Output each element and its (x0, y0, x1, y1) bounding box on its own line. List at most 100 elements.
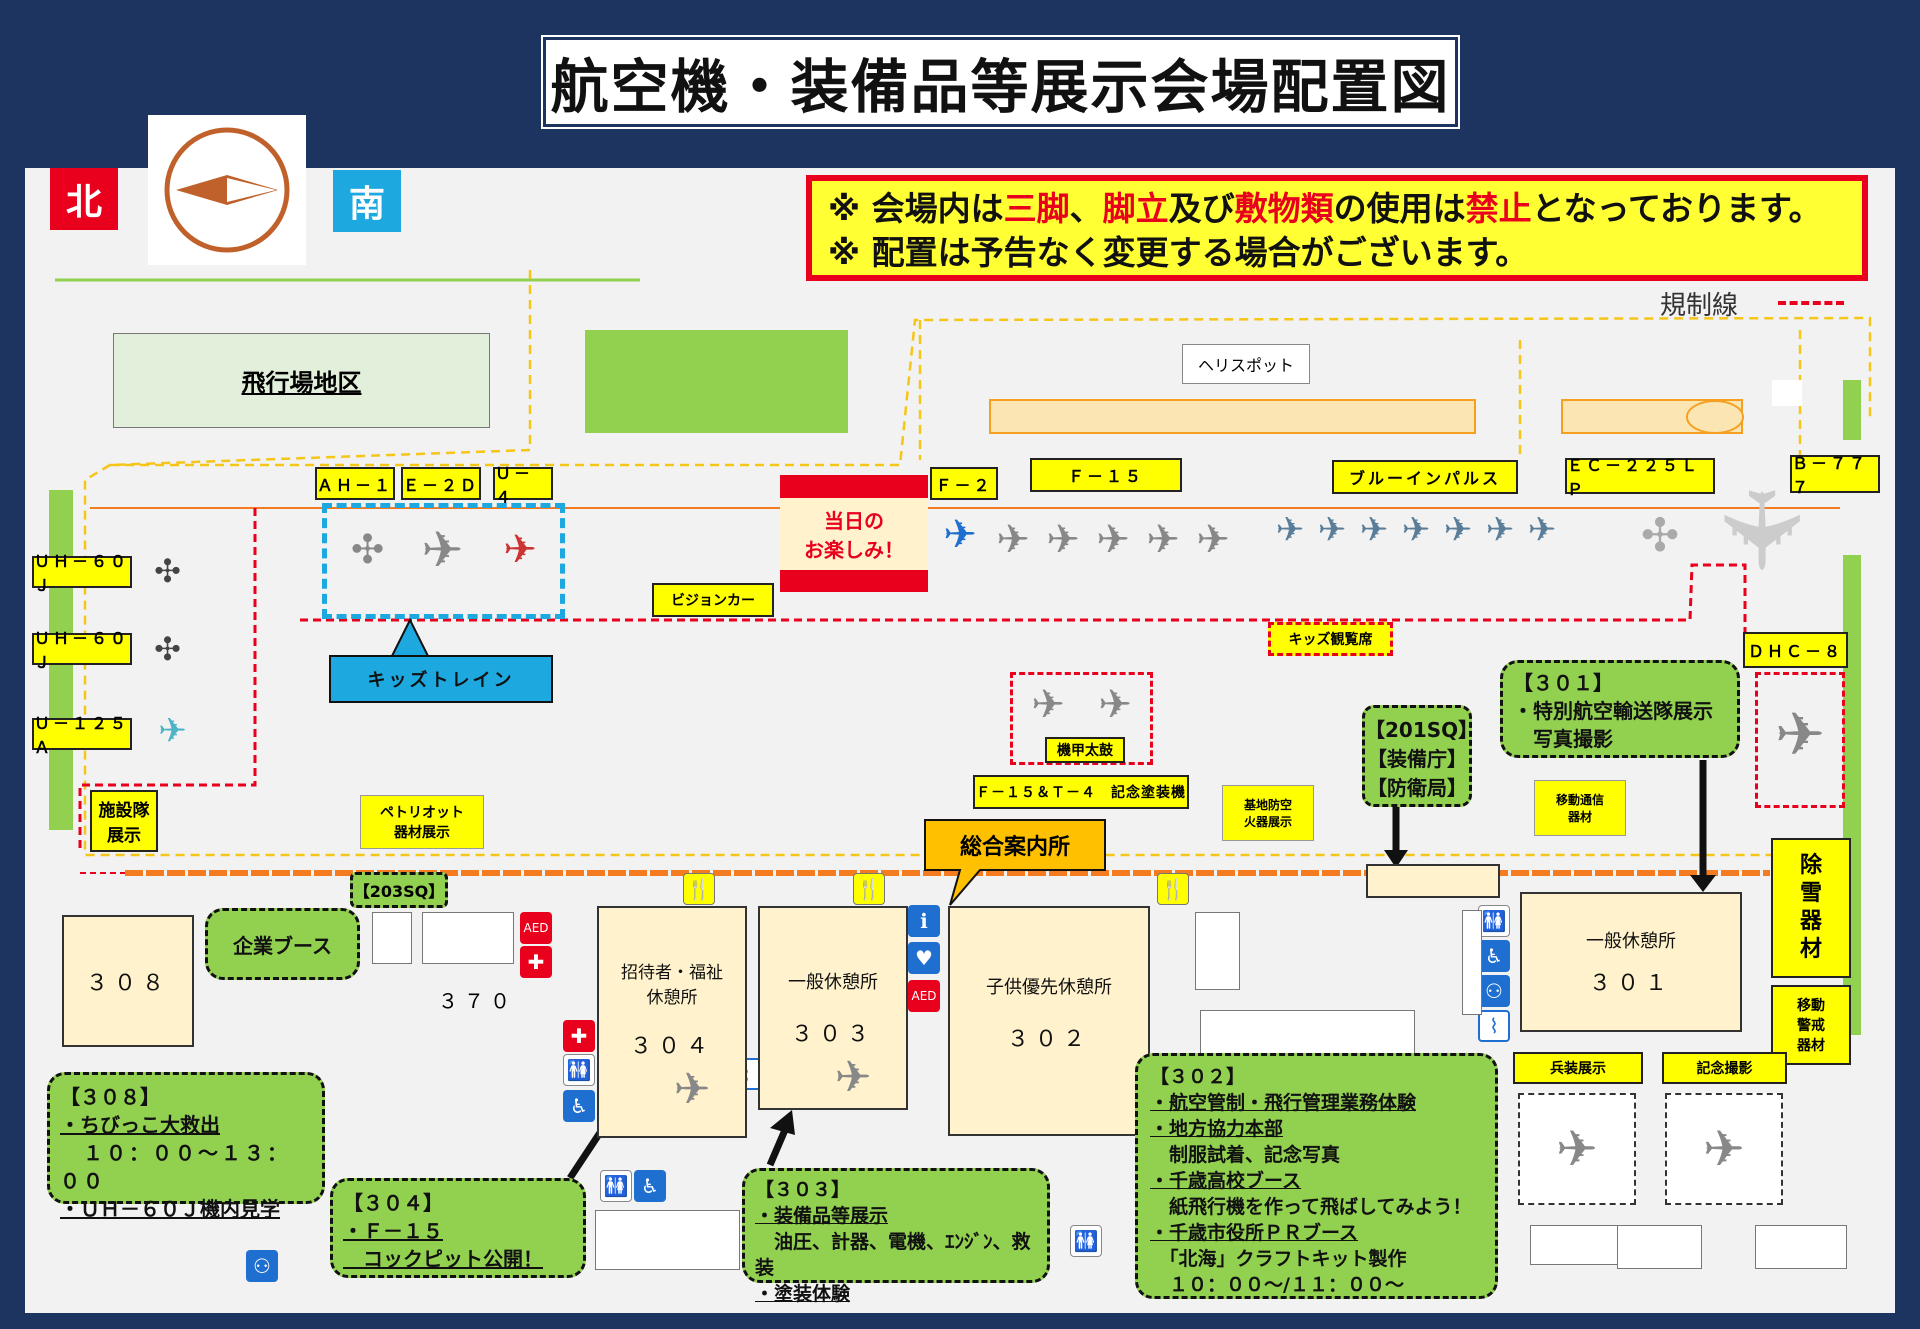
callout-308-head: 【３０８】 (60, 1085, 160, 1109)
callout-308-item: ・ちびっこ大救出 (60, 1113, 220, 1137)
aircraft-u4-icon: ✈ (503, 527, 537, 573)
food-stall-icon: 🍴 (853, 873, 885, 905)
label-f2: Ｆ－２ (930, 467, 998, 500)
callout-304-item: コックピット公開！ (343, 1247, 543, 1271)
compass-icon (148, 115, 306, 265)
aircraft-e2d-icon: ✈ (421, 521, 464, 579)
mobile-alert-label: 移動 警戒 器材 (1771, 985, 1851, 1065)
building-302-name: 子供優先休憩所 (986, 977, 1112, 998)
kids-train-label: キッズトレイン (329, 655, 553, 703)
white-marker (1772, 380, 1802, 406)
aircraft-t4-icon: ✈ (1275, 510, 1305, 550)
soldier-display-label: 兵装展示 (1513, 1052, 1643, 1084)
accessible-icon: ♿ (634, 1170, 666, 1202)
callout-302-item: １０：００～/１１：００～ (1150, 1274, 1404, 1296)
callout-304-item: ・Ｆ－１５ (343, 1219, 443, 1243)
aed-icon: AED (908, 980, 940, 1012)
aircraft-u125a-icon: ✈ (158, 710, 187, 751)
helicopter-ec225-icon: ✣ (1640, 508, 1680, 562)
mobile-comm-label: 移動通信 器材 (1534, 780, 1626, 836)
first-aid-icon: ✚ (520, 946, 552, 978)
aircraft-t4-icon: ✈ (1401, 510, 1431, 550)
label-b777: Ｂ－７７７ (1790, 454, 1880, 497)
callout-301-head: 【３０１】 (1513, 671, 1613, 695)
information-icon: ℹ (908, 905, 940, 937)
building-304-name: 招待者・福祉 休憩所 (621, 963, 723, 1008)
green-strip-east-1 (1843, 380, 1861, 440)
building-301-name: 一般休憩所 (1586, 931, 1676, 952)
aed-icon: AED (520, 912, 552, 944)
surprise-label: 当日の お楽しみ！ (780, 498, 928, 570)
building-308-number: ３０８ (85, 971, 170, 996)
notice-line-2: ※ 配置は予告なく変更する場合がございます。 (828, 233, 1529, 272)
restriction-legend-label: 規制線 (1660, 291, 1739, 321)
callout-301-item: 写真撮影 (1513, 727, 1613, 751)
accessible-icon: ♿ (1478, 940, 1510, 972)
aircraft-t4-icon: ✈ (1098, 682, 1132, 728)
aircraft-t4-icon: ✈ (1443, 510, 1473, 550)
label-f15: Ｆ－１５ (1030, 458, 1182, 492)
label-blue-impulse: ブルーインパルス (1332, 460, 1518, 494)
page-title: 航空機・装備品等展示会場配置図 (541, 35, 1460, 129)
callout-302-item: ・千歳市役所ＰＲブース (1150, 1222, 1359, 1244)
callout-304: 【３０４】 ・Ｆ－１５ コックピット公開！ (330, 1178, 586, 1278)
restroom-icon: 🚻 (1478, 905, 1510, 937)
food-stall-icon: 🍴 (1157, 873, 1189, 905)
callout-302: 【３０２】 ・航空管制・飛行管理業務体験 ・地方協力本部 制服試着、記念写真 ・… (1135, 1053, 1498, 1299)
helicopter-uh60j-icon: ✣ (154, 551, 181, 590)
building-370-number: ３７０ (438, 989, 516, 1013)
first-aid-icon: ✚ (563, 1020, 595, 1052)
label-e2d: Ｅ－２Ｄ (401, 467, 481, 500)
kids-train-area (322, 503, 565, 619)
drum-area (1010, 672, 1153, 765)
notice-box: ※ 会場内は三脚、脚立及び敷物類の使用は禁止となっております。 ※ 配置は予告な… (806, 175, 1868, 281)
airfield-area: 飛行場地区 (113, 333, 490, 428)
small-building (1617, 1225, 1702, 1269)
snow-equipment-label: 除 雪 器 材 (1771, 838, 1851, 978)
helicopter-uh60j-icon: ✣ (154, 629, 181, 668)
building-301-number: ３０１ (1588, 971, 1673, 996)
callout-302-item: 紙飛行機を作って飛ばしてみよう！ (1150, 1196, 1472, 1218)
building-304-number: ３０４ (629, 1034, 714, 1059)
facility-label: 施設隊 展示 (90, 790, 158, 852)
small-building (595, 1210, 740, 1270)
f15-row: ✈ ✈ ✈ ✈ ✈ (990, 510, 1240, 570)
aircraft-f15-icon: ✈ (1096, 517, 1130, 563)
vision-car-label: ビジョンカー (652, 583, 774, 617)
callout-301: 【３０１】 ・特別航空輸送隊展示 写真撮影 (1500, 660, 1740, 758)
drum-label: 機甲太鼓 (1045, 737, 1125, 763)
callout-303-item: ・塗装体験 (755, 1283, 851, 1305)
label-uh60j-1: ＵＨ－６０Ｊ (32, 552, 132, 595)
corporate-booth: 企業ブース (205, 908, 360, 980)
building-303: 一般休憩所 ３０３ ✈ (758, 906, 908, 1110)
small-building (1200, 1010, 1415, 1055)
accessible-icon: ♿ (563, 1090, 595, 1122)
nursing-room-icon: ♥ (908, 942, 940, 974)
aircraft-t4-icon: ✈ (1359, 510, 1389, 550)
helicopter-icon: ✣ (350, 527, 385, 573)
callout-302-item: ・千歳高校ブース (1150, 1170, 1302, 1192)
building-302-number: ３０２ (1006, 1027, 1091, 1052)
label-dhc8: ＤＨＣ－８ (1743, 632, 1848, 668)
callout-303: 【３０３】 ・装備品等展示 油圧、計器、電機、ｴﾝｼﾞﾝ、救装 ・塗装体験 (742, 1168, 1050, 1305)
restroom-icon: 🚻 (600, 1170, 632, 1202)
aircraft-f2-icon: ✈ (943, 512, 977, 558)
info-center-pointer (924, 819, 1106, 906)
restroom-icon: 🚻 (1070, 1225, 1102, 1257)
sq201-tent (1366, 864, 1500, 898)
f15-t4-label: Ｆ－１５＆Ｔ－４ 記念塗装機 (973, 775, 1189, 809)
callout-303-head: 【３０３】 (755, 1179, 851, 1201)
label-ah1: ＡＨ－１ (315, 467, 395, 500)
aircraft-f15-icon: ✈ (996, 517, 1030, 563)
aircraft-b777-icon: ✈ (1696, 483, 1824, 577)
callout-302-item: ・地方協力本部 (1150, 1118, 1284, 1140)
callout-308-item: １０：００～１３：００ (60, 1141, 290, 1193)
aircraft-dhc8-icon: ✈ (1774, 700, 1826, 770)
soldier-display-area: ✈ (1518, 1093, 1636, 1205)
sq203-label: 【203SQ】 (350, 872, 448, 908)
callout-303-item: 油圧、計器、電機、ｴﾝｼﾞﾝ、救装 (755, 1231, 1031, 1279)
aircraft-display-icon: ✈ (1556, 1120, 1598, 1178)
photo-spot-area: ✈ (1665, 1093, 1783, 1205)
label-ec225lp: ＥＣ－２２５ＬＰ (1565, 456, 1715, 499)
